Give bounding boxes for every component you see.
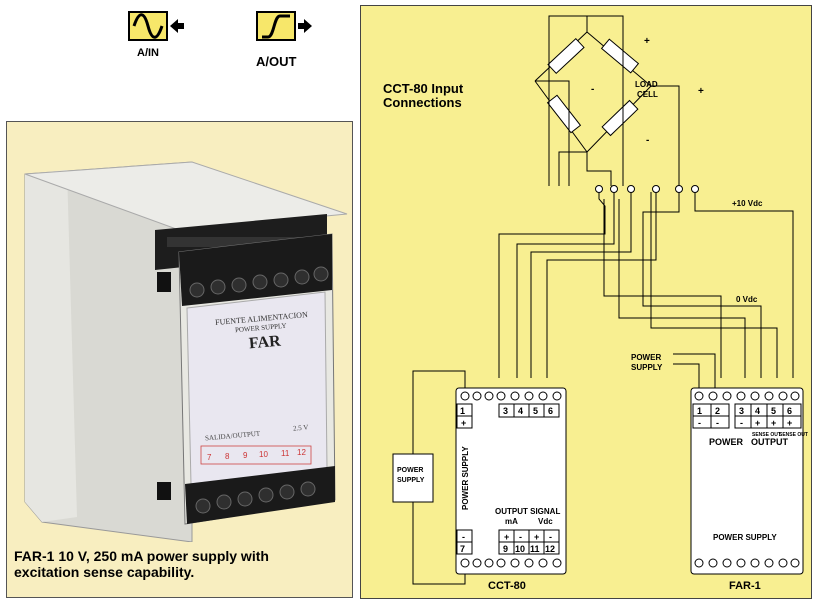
module-terminal-11: 11 bbox=[281, 449, 290, 458]
cct80-terminal-11: 11 bbox=[530, 544, 540, 554]
module-voltage-label: 2.5 V bbox=[292, 423, 309, 433]
bridge-left-minus: - bbox=[591, 84, 594, 95]
cct80-sign-12: - bbox=[549, 532, 552, 542]
module-terminal-9: 9 bbox=[243, 451, 248, 460]
cct80-bottom-sign: - bbox=[462, 532, 465, 542]
arrow-right-icon bbox=[298, 19, 312, 33]
wiring-diagram: CCT-80 Input Connections LOAD CELL + - +… bbox=[383, 15, 808, 592]
photo-caption: FAR-1 10 V, 250 mA power supply with exc… bbox=[14, 548, 344, 580]
far1-terminal-1: 1 bbox=[697, 406, 702, 416]
module-terminal-10: 10 bbox=[259, 450, 268, 459]
far1-sign-5: + bbox=[771, 418, 776, 428]
far1-power-label: POWER bbox=[709, 437, 744, 447]
zero-vdc-label: 0 Vdc bbox=[736, 295, 758, 304]
cct-power-supply-box-label-1: POWER bbox=[397, 467, 423, 474]
photo-caption-line-1: FAR-1 10 V, 250 mA power supply with bbox=[14, 548, 269, 564]
module-terminal-12: 12 bbox=[297, 448, 306, 457]
cct80-terminal-10: 10 bbox=[515, 544, 525, 554]
cct80-output-ma-label: mA bbox=[505, 517, 518, 526]
cct80-terminal-4: 4 bbox=[518, 406, 523, 416]
far1-bottom-label: POWER SUPPLY bbox=[713, 533, 777, 542]
cct80-output-vdc-label: Vdc bbox=[538, 517, 553, 526]
far1-sense-out-1: SENSE OUT bbox=[752, 432, 781, 438]
cct80-top-sign: + bbox=[461, 418, 466, 428]
far1-sign-2: - bbox=[716, 418, 719, 428]
far1-terminal-2: 2 bbox=[715, 406, 720, 416]
far1-name: FAR-1 bbox=[729, 580, 761, 592]
sine-wave-icon bbox=[132, 13, 164, 39]
module-terminal-7: 7 bbox=[207, 453, 212, 462]
load-cell-bridge bbox=[534, 31, 652, 153]
far1-sign-1: - bbox=[698, 418, 701, 428]
bridge-right-plus: + bbox=[698, 86, 704, 97]
bridge-bottom-minus: - bbox=[646, 135, 649, 146]
cct80-sign-11: + bbox=[534, 532, 539, 542]
load-cell-label-2: CELL bbox=[637, 90, 658, 99]
cct80-module bbox=[455, 387, 567, 575]
far1-terminal-6: 6 bbox=[787, 406, 792, 416]
cct80-sign-9: + bbox=[504, 532, 509, 542]
cct80-output-signal-label: OUTPUT SIGNAL bbox=[495, 507, 560, 516]
product-photo-panel: FUENTE ALIMENTACION POWER SUPPLY FAR SAL… bbox=[6, 121, 353, 598]
photo-caption-line-2: excitation sense capability. bbox=[14, 564, 195, 580]
cct-power-supply-box-label-2: SUPPLY bbox=[397, 477, 425, 484]
cct80-vertical-label: POWER SUPPLY bbox=[461, 446, 470, 510]
arrow-left-icon bbox=[170, 19, 184, 33]
analog-in-label: A/IN bbox=[137, 47, 159, 59]
far-power-supply-label-1: POWER bbox=[631, 353, 661, 362]
far1-terminal-5: 5 bbox=[771, 406, 776, 416]
far1-output-label: OUTPUT bbox=[751, 437, 789, 447]
analog-out-box bbox=[256, 11, 296, 41]
plus-10-vdc-label: +10 Vdc bbox=[732, 199, 763, 208]
wiring-diagram-panel: CCT-80 Input Connections LOAD CELL + - +… bbox=[360, 5, 812, 599]
sigmoid-wave-icon bbox=[262, 14, 290, 39]
analog-out-label: A/OUT bbox=[256, 54, 297, 69]
far1-terminal-3: 3 bbox=[739, 406, 744, 416]
bridge-top-plus: + bbox=[644, 36, 650, 47]
far1-sense-out-2: SENSE OUT bbox=[779, 432, 808, 438]
far1-sign-3: - bbox=[740, 418, 743, 428]
far1-terminal-4: 4 bbox=[755, 406, 760, 416]
cct80-terminal-1: 1 bbox=[460, 406, 465, 416]
load-cell-label-1: LOAD bbox=[635, 80, 658, 89]
cct80-terminal-9: 9 bbox=[503, 544, 508, 554]
diagram-title-line-1: CCT-80 Input bbox=[383, 81, 464, 96]
far1-sign-4: + bbox=[755, 418, 760, 428]
cct80-terminal-12: 12 bbox=[545, 544, 555, 554]
module-label-name: FAR bbox=[248, 332, 282, 353]
cct80-terminal-3: 3 bbox=[503, 406, 508, 416]
cct80-name: CCT-80 bbox=[488, 580, 526, 592]
module-terminal-8: 8 bbox=[225, 452, 230, 461]
cct80-sign-10: - bbox=[519, 532, 522, 542]
junction-row bbox=[595, 185, 699, 193]
far-module-illustration bbox=[24, 161, 348, 542]
cct80-terminal-5: 5 bbox=[533, 406, 538, 416]
far1-module bbox=[690, 387, 804, 575]
cct80-terminal-7: 7 bbox=[460, 544, 465, 554]
far1-sign-6: + bbox=[787, 418, 792, 428]
cct80-terminal-6: 6 bbox=[548, 406, 553, 416]
far-power-supply-label-2: SUPPLY bbox=[631, 363, 663, 372]
module-terminal-row: 7 8 9 10 11 12 bbox=[200, 445, 312, 465]
analog-in-box bbox=[128, 11, 168, 41]
diagram-title-line-2: Connections bbox=[383, 95, 462, 110]
